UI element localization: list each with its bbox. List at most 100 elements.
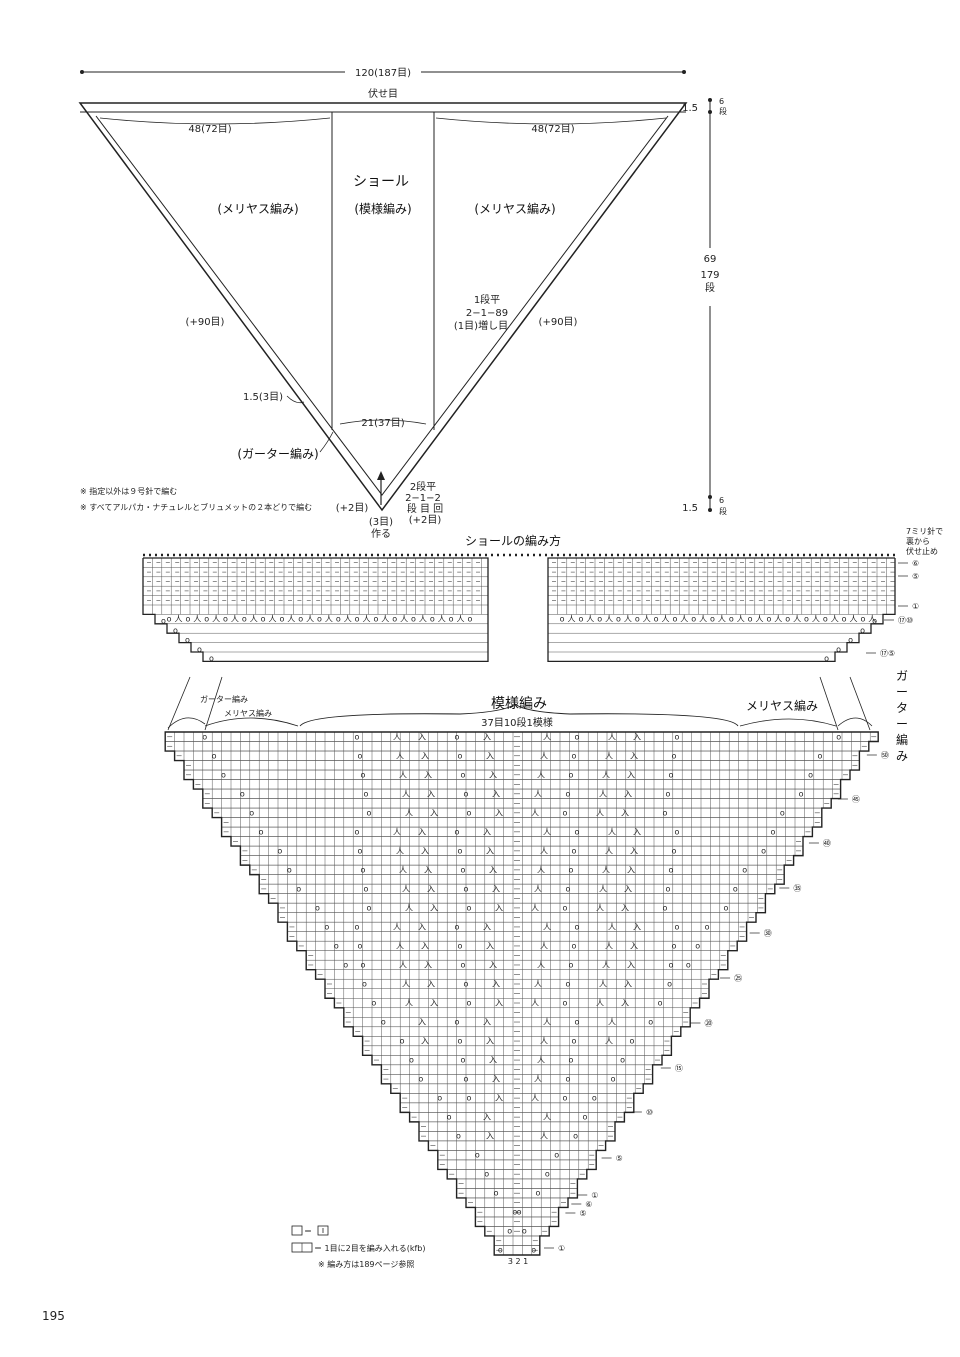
stitch-symbol: o [823, 615, 828, 624]
stitch-symbol: o [710, 615, 715, 624]
lace-symbol: o [464, 979, 469, 988]
garter-border-line [95, 115, 669, 496]
lace-symbol: o [467, 903, 472, 912]
lace-symbol: o [666, 789, 671, 798]
lace-symbol: 人 [602, 960, 610, 969]
garter-right-6: み [896, 749, 908, 763]
row-number: ⑮ [675, 1064, 683, 1073]
yo-symbol: o [808, 770, 813, 779]
lace-symbol: o [467, 808, 472, 817]
lace-symbol: o [461, 1056, 466, 1065]
lace-symbol: 人 [543, 1018, 551, 1027]
increase-right: (+90目) [539, 317, 578, 328]
lace-symbol: 入 [427, 979, 435, 988]
lace-symbol: 人 [543, 827, 551, 836]
stitch-symbol: o [616, 615, 621, 624]
lace-symbol: 人 [399, 770, 407, 779]
lace-symbol: 入 [483, 1018, 491, 1027]
lace-symbol: o [563, 808, 568, 817]
lace-symbol: 人 [599, 979, 607, 988]
lace-symbol: o [361, 960, 366, 969]
stitch-symbol: 人 [699, 615, 707, 624]
lace-symbol: 入 [495, 999, 503, 1008]
lace-symbol: o [355, 827, 360, 836]
stitch-symbol: 人 [344, 615, 352, 624]
stitch-symbol: 人 [737, 615, 745, 624]
yo-symbol: o [221, 770, 226, 779]
yo-symbol: o [494, 1189, 499, 1198]
lace-symbol: 入 [486, 1132, 494, 1141]
half-width-left: 48(72目) [188, 124, 231, 135]
lace-symbol: 入 [421, 751, 429, 760]
row-number: ⑤ [616, 1154, 623, 1163]
stitch-symbol: 人 [868, 615, 876, 624]
lace-symbol: 人 [543, 732, 551, 741]
garter-right-5: 編 [896, 732, 908, 747]
lace-symbol: o [467, 999, 472, 1008]
stitch-symbol: 人 [306, 615, 314, 624]
lace-symbol: o [572, 1037, 577, 1046]
lace-symbol: o [669, 770, 674, 779]
lace-symbol: 入 [483, 732, 491, 741]
yo-symbol: o [592, 1094, 597, 1103]
lace-symbol: o [675, 922, 680, 931]
stitch-symbol: 人 [718, 615, 726, 624]
lace-symbol: o [461, 960, 466, 969]
lace-symbol: 人 [605, 1037, 613, 1046]
lace-symbol: 入 [424, 960, 432, 969]
stitch-symbol: 人 [250, 615, 258, 624]
stitch-symbol: o [392, 615, 397, 624]
lace-symbol: o [672, 846, 677, 855]
half-width-right: 48(72目) [531, 124, 574, 135]
lace-symbol: o [563, 903, 568, 912]
bottom-rule-3: 段 目 回 [407, 502, 443, 515]
lace-symbol: o [464, 884, 469, 893]
stockinette-left-label: メリヤス編み [224, 708, 272, 718]
stitch-symbol: 人 [793, 615, 801, 624]
stitch-symbol: 人 [774, 615, 782, 624]
pattern-brace [299, 703, 739, 727]
row-number: ① [912, 602, 919, 611]
stitch-symbol: 人 [457, 615, 465, 624]
yo-symbol: o [695, 941, 700, 950]
stitch-symbol: o [185, 615, 190, 624]
lace-symbol: 入 [627, 865, 635, 874]
stitch-symbol: o [355, 615, 360, 624]
lace-symbol: o [566, 1075, 571, 1084]
stitch-symbol: o [748, 615, 753, 624]
garter-right-1: ガ [896, 669, 908, 683]
lace-symbol: 入 [489, 1056, 497, 1065]
yo-symbol: o [629, 1037, 634, 1046]
lace-symbol: 人 [540, 751, 548, 760]
stitch-symbol: 人 [756, 615, 764, 624]
lace-symbol: 入 [492, 789, 500, 798]
lace-symbol: 入 [630, 941, 638, 950]
legend-note: ※ 編み方は189ページ参照 [318, 1259, 414, 1269]
yo-symbol: o [824, 654, 829, 663]
lace-symbol: 入 [483, 827, 491, 836]
lace-symbol: 入 [495, 1094, 503, 1103]
stitch-symbol: 人 [212, 615, 220, 624]
yo-symbol: o [287, 865, 292, 874]
stitch-symbol: o [467, 615, 472, 624]
row-number: ① [558, 1244, 565, 1253]
lace-symbol: 入 [430, 903, 438, 912]
lace-symbol: 入 [633, 827, 641, 836]
stitch-symbol: o [729, 615, 734, 624]
lace-symbol: 人 [605, 751, 613, 760]
stitch-symbol: 人 [381, 615, 389, 624]
stitch-symbol: o [766, 615, 771, 624]
stitch-symbol: 人 [850, 615, 858, 624]
lace-symbol: o [455, 827, 460, 836]
lace-symbol: o [364, 884, 369, 893]
lace-symbol: 人 [599, 789, 607, 798]
stitch-symbol: o [691, 615, 696, 624]
stitch-symbol: o [842, 615, 847, 624]
center-pattern-label: (模様編み) [354, 201, 411, 216]
bottom-band-label: 1.5 [682, 503, 698, 514]
lace-symbol: 入 [486, 1037, 494, 1046]
lace-symbol: o [461, 770, 466, 779]
lace-symbol: 入 [418, 732, 426, 741]
cast-on-2: 作る [371, 528, 391, 540]
top-band-rows-1: 6 [719, 97, 724, 106]
